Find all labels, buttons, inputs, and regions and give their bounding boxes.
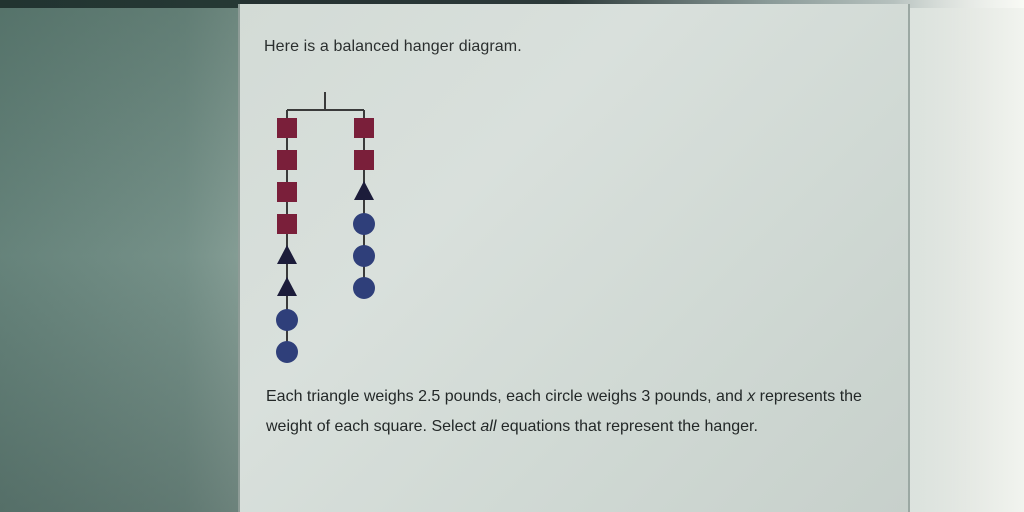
square-weight bbox=[277, 182, 297, 202]
description-text-2: represents the weight of each square. Se… bbox=[266, 388, 862, 435]
background-left bbox=[0, 0, 240, 512]
emphasis-all: all bbox=[480, 418, 497, 435]
triangle-weight bbox=[277, 245, 297, 264]
circle-weight bbox=[276, 341, 298, 363]
square-weight bbox=[277, 118, 297, 138]
background-right bbox=[894, 0, 1024, 512]
description-text-3: equations that represent the hanger. bbox=[496, 418, 758, 435]
hanger-right-side bbox=[353, 118, 375, 299]
circle-weight bbox=[276, 309, 298, 331]
square-weight bbox=[354, 150, 374, 170]
question-card: Here is a balanced hanger diagram. Each … bbox=[238, 4, 910, 512]
square-weight bbox=[277, 150, 297, 170]
question-description: Each triangle weighs 2.5 pounds, each ci… bbox=[266, 382, 886, 442]
hanger-frame bbox=[286, 92, 365, 352]
circle-weight bbox=[353, 213, 375, 235]
hanger-left-side bbox=[276, 118, 298, 363]
question-intro: Here is a balanced hanger diagram. bbox=[264, 38, 522, 55]
circle-weight bbox=[353, 277, 375, 299]
square-weight bbox=[277, 214, 297, 234]
variable-x: x bbox=[747, 388, 756, 405]
circle-weight bbox=[353, 245, 375, 267]
triangle-weight bbox=[277, 277, 297, 296]
square-weight bbox=[354, 118, 374, 138]
hanger-diagram bbox=[276, 92, 375, 363]
triangle-weight bbox=[354, 181, 374, 200]
description-text-1: Each triangle weighs 2.5 pounds, each ci… bbox=[266, 388, 748, 405]
